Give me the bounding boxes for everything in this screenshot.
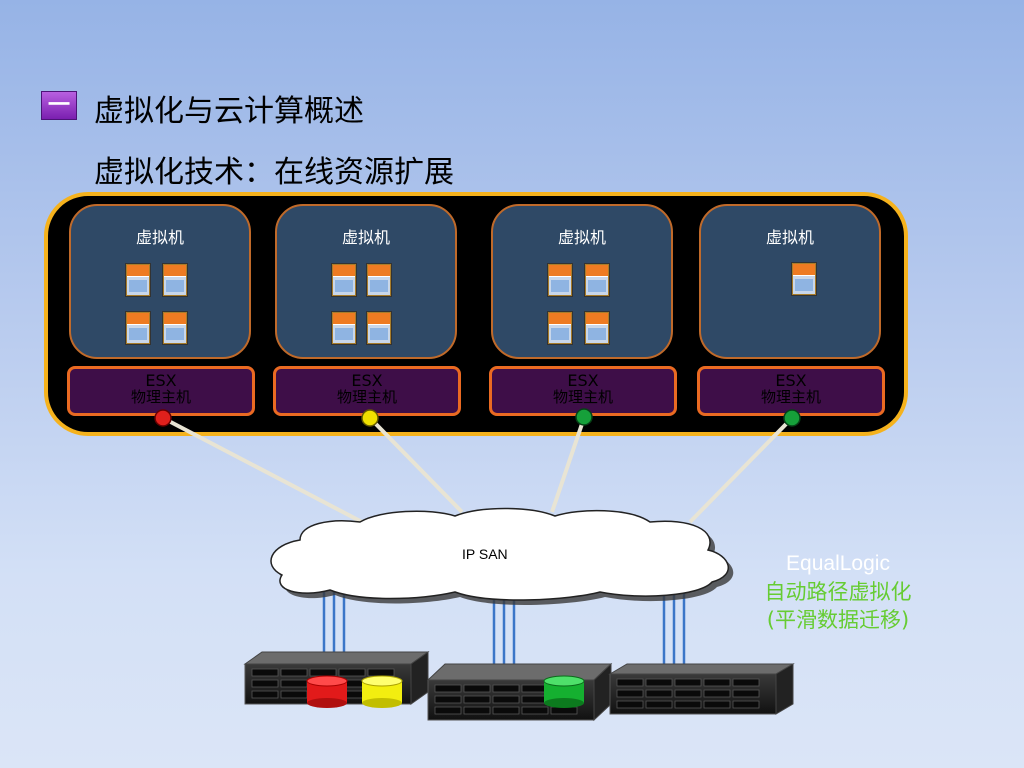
esx-host-1: ESX 物理主机 bbox=[67, 366, 255, 416]
vm-panel-1: 虚拟机 bbox=[69, 204, 251, 359]
esx-host-3: ESX 物理主机 bbox=[489, 366, 677, 416]
esx-host-2: ESX 物理主机 bbox=[273, 366, 461, 416]
host-3-status-dot bbox=[575, 408, 593, 426]
vm-instance-icon bbox=[162, 263, 188, 297]
storage-array-2 bbox=[426, 662, 613, 722]
network-links bbox=[162, 416, 794, 524]
vm-instance-icon bbox=[162, 311, 188, 345]
vm-instance-icon bbox=[584, 311, 610, 345]
vm-instance-icon bbox=[125, 311, 151, 345]
host-4-status-dot bbox=[783, 409, 801, 427]
host-name-label: 物理主机 bbox=[552, 388, 613, 406]
volume-red-icon bbox=[306, 675, 348, 708]
vm-panel-4: 虚拟机 bbox=[699, 204, 881, 359]
esx-host-4: ESX 物理主机 bbox=[697, 366, 885, 416]
vm-instance-icon bbox=[331, 263, 357, 297]
vm-instance-icon bbox=[366, 311, 392, 345]
vm-panel-2: 虚拟机 bbox=[275, 204, 457, 359]
host-name-label: 物理主机 bbox=[760, 388, 821, 406]
vm-instance-icon bbox=[791, 262, 817, 296]
page-subtitle: 虚拟化技术：在线资源扩展 bbox=[94, 155, 454, 190]
storage-array-3 bbox=[608, 663, 795, 715]
host-1-status-dot bbox=[154, 409, 172, 427]
vm-instance-icon bbox=[547, 311, 573, 345]
equallogic-caption: EqualLogic 自动路径虚拟化 (平滑数据迁移) bbox=[752, 550, 924, 634]
equallogic-note: (平滑数据迁移) bbox=[766, 608, 910, 632]
volume-green-icon bbox=[543, 675, 585, 708]
vm-label: 虚拟机 bbox=[765, 228, 814, 247]
vm-instance-icon bbox=[331, 311, 357, 345]
equallogic-feature: 自动路径虚拟化 bbox=[764, 580, 912, 604]
equallogic-brand: EqualLogic bbox=[786, 552, 890, 575]
vm-label: 虚拟机 bbox=[135, 228, 184, 247]
vm-instance-icon bbox=[125, 263, 151, 297]
vm-instance-icon bbox=[366, 263, 392, 297]
host-type-label: ESX bbox=[567, 371, 599, 390]
vm-label: 虚拟机 bbox=[341, 228, 390, 247]
host-2-status-dot bbox=[361, 409, 379, 427]
vm-panel-3: 虚拟机 bbox=[491, 204, 673, 359]
ip-san-cloud bbox=[270, 507, 734, 605]
volume-yellow-icon bbox=[361, 675, 403, 708]
host-type-label: ESX bbox=[351, 371, 383, 390]
host-type-label: ESX bbox=[775, 371, 807, 390]
vm-instance-icon bbox=[584, 263, 610, 297]
ip-san-label: IP SAN bbox=[462, 546, 508, 562]
host-name-label: 物理主机 bbox=[336, 388, 397, 406]
storage-array-1 bbox=[243, 651, 430, 708]
host-name-label: 物理主机 bbox=[130, 388, 191, 406]
vm-label: 虚拟机 bbox=[557, 228, 606, 247]
vm-instance-icon bbox=[547, 263, 573, 297]
host-type-label: ESX bbox=[145, 371, 177, 390]
section-bullet-icon: 一 bbox=[41, 91, 77, 120]
page-title: 虚拟化与云计算概述 bbox=[94, 94, 364, 129]
